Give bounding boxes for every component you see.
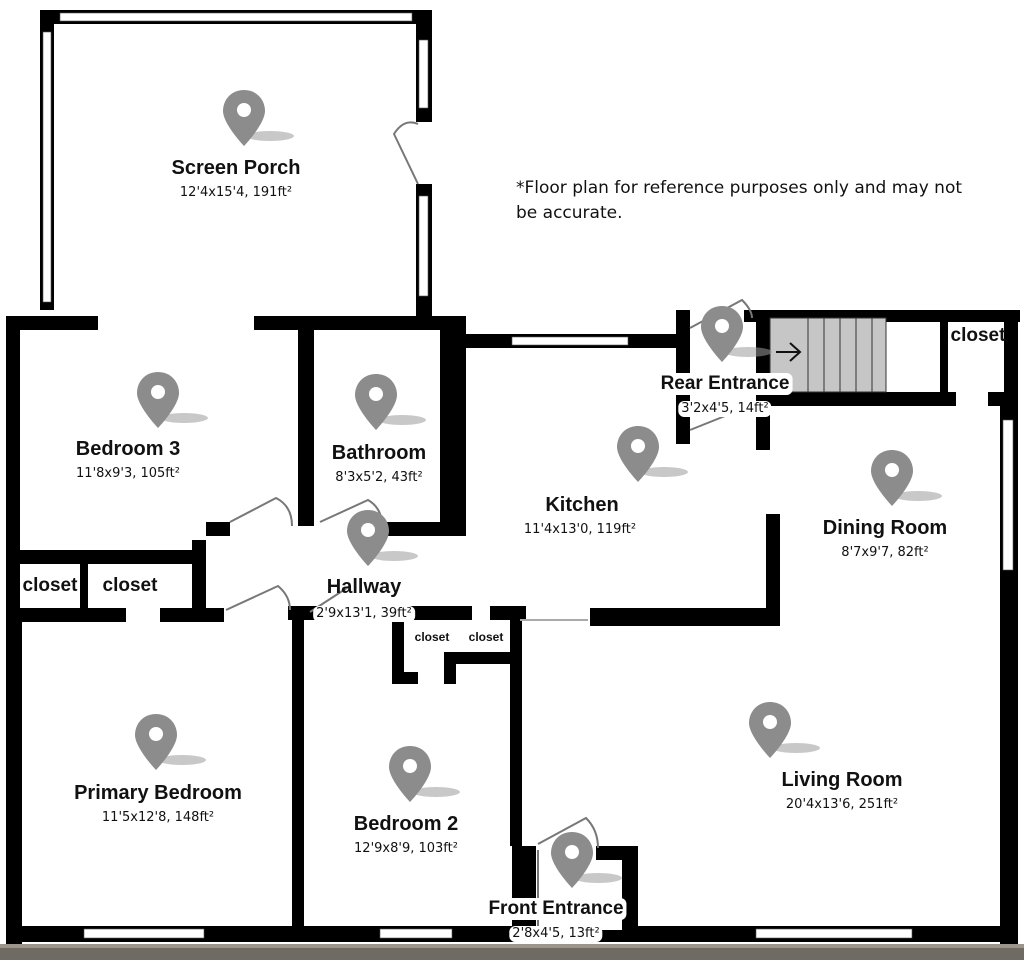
wall-closets-bottom: [6, 608, 126, 622]
room-name-dining-room: Dining Room: [822, 517, 948, 539]
wall-kitchen-bottom: [590, 608, 780, 626]
map-pin-icon[interactable]: [698, 306, 778, 366]
room-dims-bathroom: 8'3x5'2, 43ft²: [335, 470, 423, 485]
map-pin-icon[interactable]: [868, 450, 948, 510]
closet-label: closet: [950, 325, 1006, 346]
room-name-rear-entrance: Rear Entrance: [657, 373, 793, 395]
wall-bath-kitchen: [440, 316, 466, 530]
wall-primary-bedroom2: [292, 606, 304, 940]
wall-front-right: [622, 846, 638, 940]
porch-window-right-upper: [418, 39, 429, 109]
closet-label: closet: [22, 575, 78, 596]
map-pin-icon[interactable]: [746, 702, 826, 762]
map-pin-icon[interactable]: [220, 90, 300, 150]
room-dims-screen-porch: 12'4x15'4, 191ft²: [179, 185, 293, 200]
room-name-hallway: Hallway: [326, 576, 402, 598]
window-primary: [83, 928, 205, 939]
room-dims-bedroom-2: 12'9x8'9, 103ft²: [354, 841, 458, 856]
kitchen-window: [511, 336, 629, 346]
room-name-front-entrance: Front Entrance: [485, 898, 627, 920]
wall-front-left: [512, 846, 536, 938]
room-dims-front-entrance: 2'8x4'5, 13ft²: [509, 926, 603, 942]
wall-closet-a-bottom: [392, 672, 418, 684]
map-pin-icon[interactable]: [386, 746, 466, 806]
room-name-bedroom-3: Bedroom 3: [75, 438, 181, 460]
door-bedroom3: [229, 496, 293, 527]
wall-closets-bottom-b: [160, 608, 224, 622]
door-front: [537, 816, 599, 849]
map-pin-icon[interactable]: [344, 510, 424, 570]
room-name-bathroom: Bathroom: [331, 442, 427, 464]
wall-closet-a: [392, 606, 404, 684]
room-dims-bedroom-3: 11'8x9'3, 105ft²: [76, 466, 180, 481]
wall-top-bedroom3-b: [254, 316, 458, 330]
wall-closets-right: [510, 606, 522, 846]
wall-left-upper: [6, 316, 20, 632]
wall-hall-upper: [206, 522, 230, 536]
porch-window-left: [42, 31, 52, 303]
map-pin-icon[interactable]: [352, 374, 432, 434]
map-pin-icon[interactable]: [548, 832, 628, 892]
wall-closet-b-top: [444, 652, 510, 664]
room-dims-hallway: 2'9x13'1, 39ft²: [313, 606, 415, 622]
room-dims-primary-bedroom: 11'5x12'8, 148ft²: [101, 810, 215, 825]
wall-right-closet: [1004, 310, 1018, 394]
wall-hall-left: [192, 540, 206, 610]
room-dims-rear-entrance: 3'2x4'5, 14ft²: [678, 401, 772, 417]
closet-label: closet: [102, 575, 158, 596]
door-rear: [689, 298, 753, 329]
dining-window: [1002, 419, 1014, 571]
door-porch: [392, 121, 419, 185]
window-living: [755, 928, 913, 939]
room-dims-living-room: 20'4x13'6, 251ft²: [785, 797, 899, 812]
wall-top-bedroom3: [6, 316, 98, 330]
porch-window-right-lower: [418, 195, 429, 297]
room-name-living-room: Living Room: [781, 769, 903, 791]
door-primary: [225, 584, 291, 611]
porch-window-top: [59, 12, 413, 22]
wall-closet-divider: [80, 560, 88, 610]
disclaimer-note: *Floor plan for reference purposes only …: [516, 178, 963, 223]
wall-rear-bottom: [756, 392, 956, 406]
room-name-bedroom-2: Bedroom 2: [353, 813, 459, 835]
window-bedroom2: [379, 928, 453, 939]
map-pin-icon[interactable]: [614, 426, 694, 486]
room-name-screen-porch: Screen Porch: [171, 157, 301, 179]
wall-bath-bottom: [380, 522, 466, 536]
wall-bedroom3-bath: [298, 316, 314, 526]
room-name-primary-bedroom: Primary Bedroom: [74, 782, 242, 804]
map-pin-icon[interactable]: [132, 714, 212, 774]
wall-stairs-right: [940, 316, 948, 400]
photo-strip-highlight: [0, 944, 1024, 948]
room-name-kitchen: Kitchen: [545, 494, 619, 516]
arrow-right-icon: [776, 342, 802, 362]
room-dims-kitchen: 11'4x13'0, 119ft²: [520, 522, 640, 538]
map-pin-icon[interactable]: [134, 372, 214, 432]
wall-left-lower: [6, 620, 22, 944]
closet-label: closet: [468, 630, 504, 644]
room-dims-dining-room: 8'7x9'7, 82ft²: [841, 545, 929, 560]
wall-dining-left: [766, 514, 780, 626]
wall-bedroom3-bottom: [6, 550, 206, 564]
closet-label: closet: [414, 630, 450, 644]
